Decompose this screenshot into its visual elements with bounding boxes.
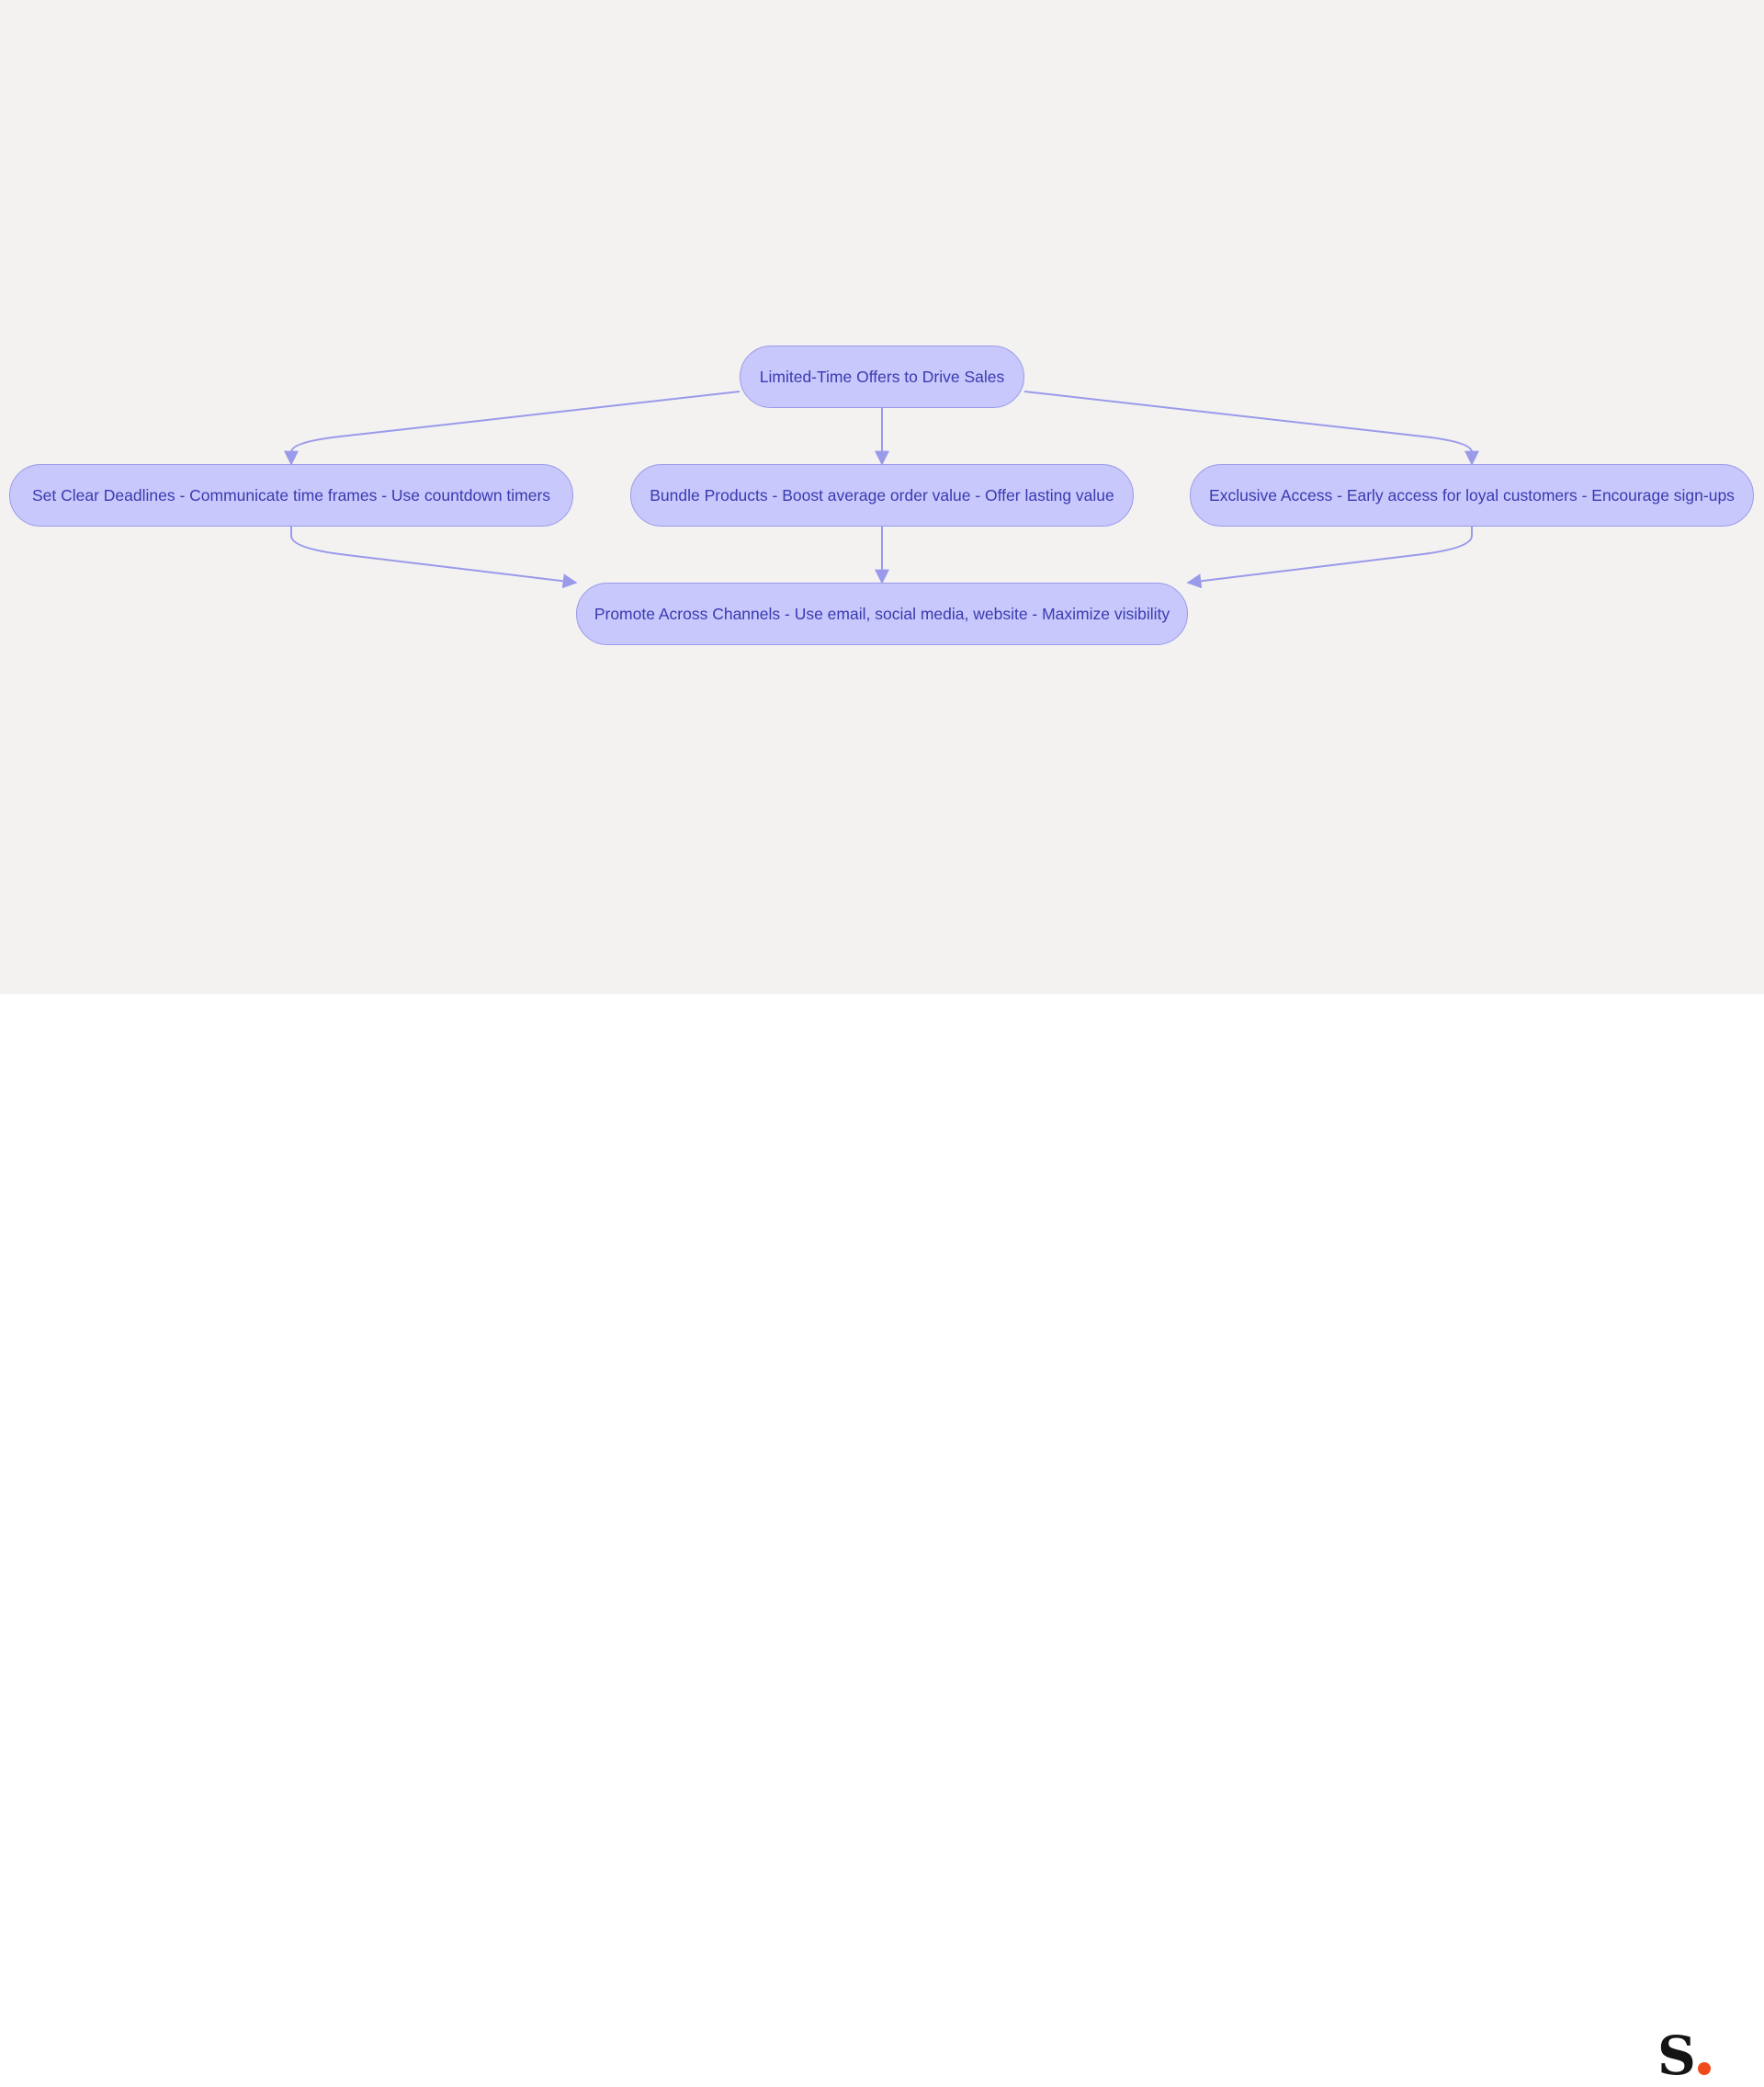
edges-layer [284, 391, 1479, 589]
node-label: Bundle Products - Boost average order va… [650, 485, 1114, 505]
logo-dot-icon [1697, 2062, 1711, 2075]
edge-exclusive-to-promote [1186, 527, 1473, 589]
node-bundle-products: Bundle Products - Boost average order va… [630, 464, 1134, 527]
node-label: Promote Across Channels - Use email, soc… [594, 604, 1170, 623]
brand-logo: S [1657, 2029, 1711, 2082]
edge-root-to-deadlines [284, 391, 741, 466]
edge-deadlines-to-promote [290, 527, 578, 589]
node-label: Exclusive Access - Early access for loya… [1209, 485, 1735, 505]
footer-bar: S [0, 994, 1764, 2082]
node-promote-across-channels: Promote Across Channels - Use email, soc… [576, 583, 1188, 645]
node-label: Set Clear Deadlines - Communicate time f… [31, 485, 551, 505]
node-label: Limited-Time Offers to Drive Sales [759, 367, 1005, 386]
node-set-clear-deadlines: Set Clear Deadlines - Communicate time f… [9, 464, 573, 527]
diagram-canvas: Limited-Time Offers to Drive Sales Set C… [0, 0, 1764, 994]
edge-root-to-exclusive [1023, 391, 1479, 466]
node-exclusive-access: Exclusive Access - Early access for loya… [1190, 464, 1754, 527]
node-limited-time-offers: Limited-Time Offers to Drive Sales [740, 346, 1024, 408]
logo-letter: S [1657, 2025, 1696, 2087]
